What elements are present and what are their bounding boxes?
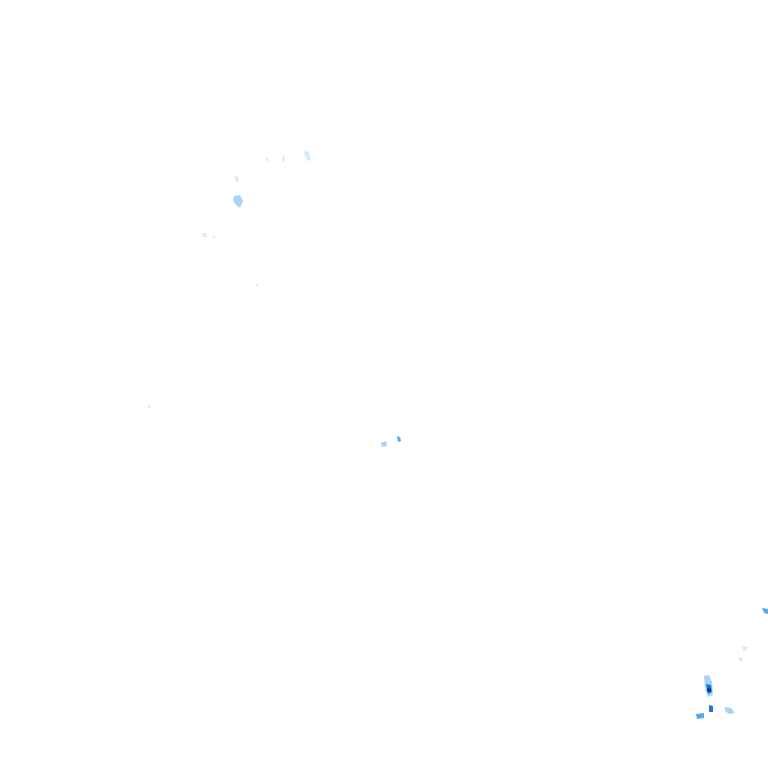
echo-cell [762,608,768,614]
echo-cell [739,658,742,661]
echo-cell [202,233,207,237]
echo-cell [256,284,258,286]
echo-cell [233,195,243,208]
echo-cluster-southeast [696,608,768,719]
echo-cluster-central [381,436,401,447]
echo-cell [148,405,151,409]
echo-core-cell [706,687,712,693]
echo-cell [709,705,713,712]
echo-cell [381,441,387,447]
echo-cell [742,646,747,651]
echo-cell [282,155,285,162]
echo-cluster-northwest [202,150,311,286]
echo-cell [696,713,704,719]
echo-cell [266,158,268,161]
echo-cell [304,150,311,161]
echo-cell [725,707,735,714]
echo-cell [397,436,401,442]
echo-cell [235,175,239,183]
echo-cluster-west [148,405,151,409]
echo-cell [213,236,215,238]
